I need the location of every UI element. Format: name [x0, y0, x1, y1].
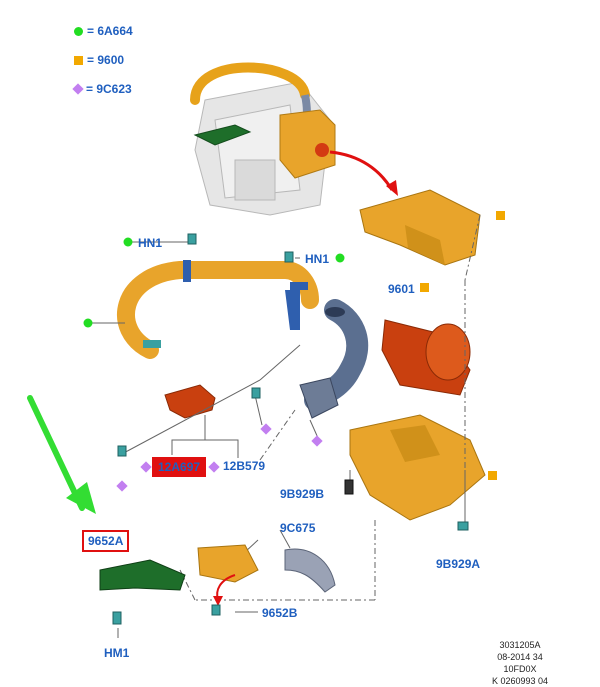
legend-9600-text: = 9600: [87, 53, 125, 67]
pointer-arrow-small-head: [213, 596, 223, 606]
marker-symbols: [83, 211, 505, 492]
reference-code: 3031205A: [499, 640, 541, 650]
hose-end-clamp: [325, 307, 345, 317]
label-9b929a: 9B929A: [436, 557, 481, 571]
label-hn1-right: HN1: [305, 252, 330, 266]
duct-9c675: [284, 548, 336, 593]
label-9b929b: 9B929B: [280, 487, 325, 501]
label-hn1-left: HN1: [138, 236, 163, 250]
air-filter-top: [425, 323, 471, 381]
air-cleaner-cover-detail: [405, 225, 445, 265]
clip-9b929b: [344, 479, 354, 495]
resonator-9652a: [99, 559, 186, 591]
throttle-adapter: [299, 377, 339, 419]
air-cleaner-housing-detail: [390, 425, 440, 462]
label-9601: 9601: [388, 282, 415, 296]
pipe-clamp-bottom: [143, 340, 161, 348]
label-9652b: 9652B: [262, 606, 298, 620]
green-dot-icon: [74, 26, 83, 36]
label-12a697: 12A697: [152, 457, 207, 477]
legend-9600: = 9600: [74, 53, 124, 67]
engine-air-box-outlet: [315, 143, 329, 157]
air-cleaner-housing: [349, 414, 486, 521]
label-9652a: 9652A: [82, 530, 130, 552]
fasteners: [112, 233, 469, 625]
pipe-bracket: [285, 290, 300, 330]
adapter-9652b: [197, 544, 259, 583]
purple-diamond-icon: [72, 83, 84, 95]
engine-intake-pipe: [190, 62, 310, 105]
legend-6a664-text: = 6A664: [87, 24, 133, 38]
sensor-bracket: [164, 384, 216, 419]
pointer-arrow-red: [329, 150, 394, 191]
orange-square-icon: [74, 55, 83, 65]
engine-air-box: [279, 109, 336, 179]
pointer-arrow-red-head: [386, 180, 398, 196]
pipe-clamp-left: [183, 260, 191, 282]
intake-pipe: [117, 261, 319, 359]
engine-resonator: [193, 124, 252, 146]
legend-6a664: = 6A664: [74, 24, 133, 38]
legend-9c623: = 9C623: [72, 82, 132, 96]
label-9c675: 9C675: [280, 521, 316, 535]
air-cleaner-cover: [359, 189, 481, 266]
legend-9c623-text: = 9C623: [86, 82, 132, 96]
green-arrow-head: [66, 482, 96, 514]
reference-number: K 0260993 04: [491, 676, 549, 686]
reference-model: 10FD0X: [503, 664, 537, 674]
label-hm1: HM1: [104, 646, 130, 660]
green-arrow-shaft: [27, 395, 85, 511]
pipe-clamp-right: [290, 282, 308, 290]
leader-lines: [92, 214, 481, 638]
label-12b579: 12B579: [223, 459, 266, 473]
reference-date: 08-2014 34: [497, 652, 543, 662]
